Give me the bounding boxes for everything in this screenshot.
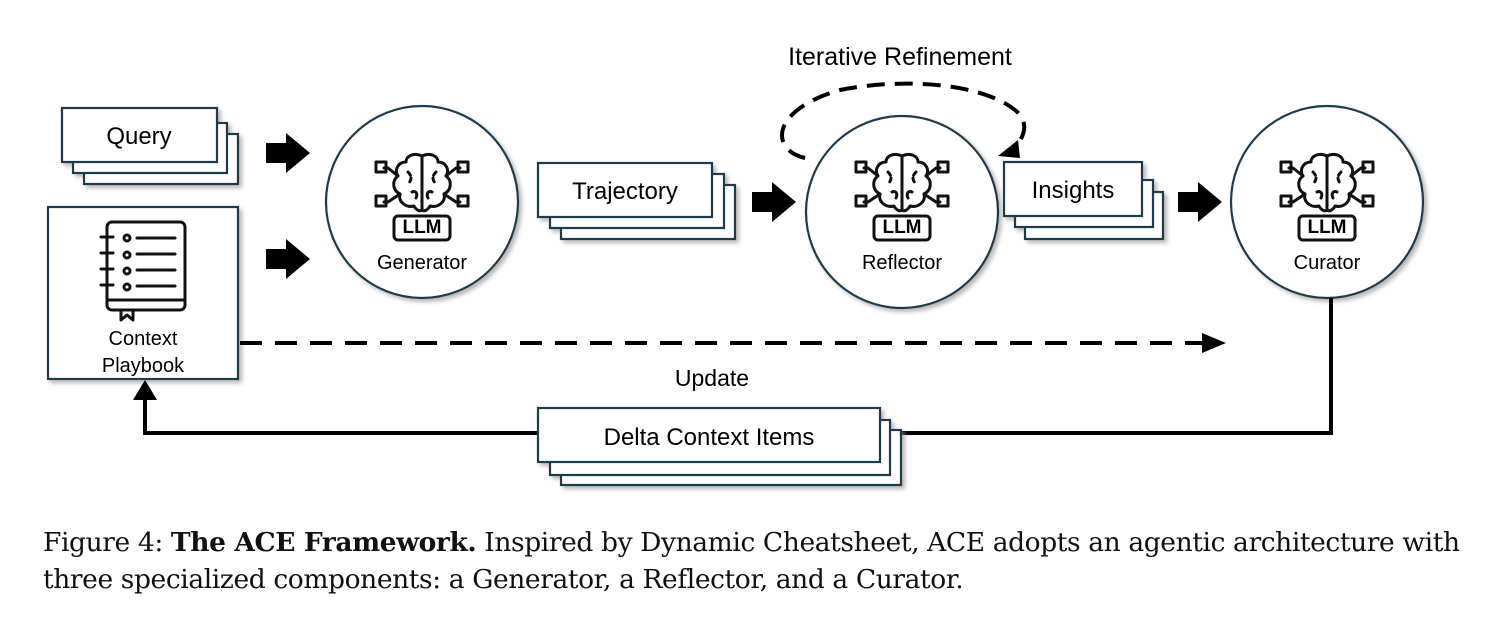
iterative-refinement-arrowhead [998, 140, 1020, 158]
delta-context-items-label: Delta Context Items [604, 424, 815, 451]
iterative-refinement-label: Iterative Refinement [788, 43, 1012, 71]
caption-text: Inspired by Dynamic Cheatsheet, ACE adop… [43, 527, 1460, 595]
arrow-trajectory-to-reflector [752, 182, 796, 222]
reflector-label: Reflector [862, 252, 942, 274]
figure-caption: Figure 4: The ACE Framework. Inspired by… [43, 524, 1483, 598]
query-label: Query [106, 123, 171, 150]
curator-label: Curator [1294, 252, 1361, 274]
ace-framework-diagram: Iterative Refinement Query Context Playb… [46, 43, 1425, 487]
arrow-query-to-generator [266, 133, 310, 173]
query-box [60, 106, 240, 186]
caption-prefix: Figure 4: [43, 527, 171, 558]
insights-box [1002, 160, 1165, 241]
arrow-playbook-to-generator [266, 239, 310, 279]
dashed-arrow-head [1202, 333, 1226, 353]
reflector-node [804, 114, 1000, 310]
llm-badge: LLM [1307, 217, 1346, 238]
update-label: Update [675, 365, 749, 391]
trajectory-label: Trajectory [572, 178, 678, 205]
context-playbook-label-line2: Playbook [102, 355, 185, 377]
feedback-arrowhead [133, 380, 157, 400]
context-playbook-box [46, 205, 240, 381]
llm-badge: LLM [402, 217, 441, 238]
delta-context-items-box [536, 406, 903, 487]
caption-title: The ACE Framework. [170, 527, 477, 558]
iterative-refinement-loop [780, 81, 1027, 160]
notebook-icon [99, 220, 187, 322]
llm-badge: LLM [882, 217, 921, 238]
context-playbook-label-line1: Context [109, 328, 178, 350]
insights-label: Insights [1032, 177, 1115, 204]
generator-label: Generator [377, 252, 467, 274]
arrow-insights-to-curator [1178, 182, 1222, 222]
trajectory-box [536, 161, 737, 241]
